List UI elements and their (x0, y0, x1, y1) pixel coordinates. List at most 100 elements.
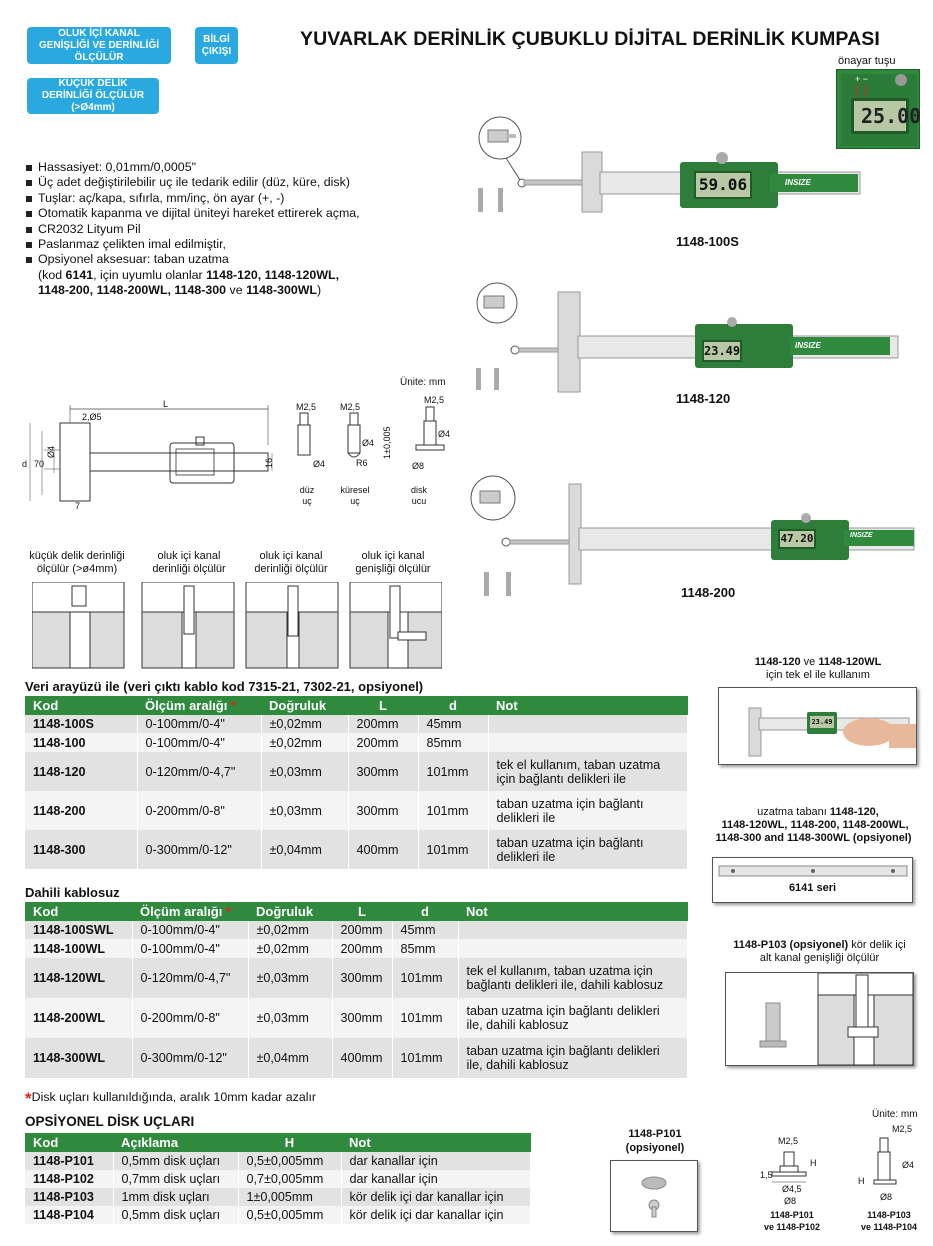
feature-item: Opsiyonel aksesuar: taban uzatma (25, 252, 465, 267)
product-image-100s: 59.06 INSIZE (470, 108, 870, 228)
lcd-display-200: 47.20 (778, 529, 816, 549)
table-wireless: Kod Ölçüm aralığı * Doğruluk L d Not 114… (25, 902, 688, 1078)
feature-list: Hassasiyet: 0,01mm/0,0005" Üç adet değiş… (25, 160, 465, 299)
col-accuracy: Doğruluk (248, 902, 332, 921)
model-label-120: 1148-120 (676, 391, 731, 406)
p103-label1: 1148-P103 (867, 1210, 911, 1220)
tip-disk-label: disk ucu (410, 485, 427, 506)
feature-item: CR2032 Lityum Pil (25, 222, 465, 237)
col-desc: Açıklama (113, 1133, 238, 1152)
footnote: *Disk uçları kullanıldığında, aralık 10m… (25, 1089, 317, 1108)
badge-slot-text: OLUK İÇİ KANAL GENİŞLİĞİ VE DERİNLİĞİ ÖL… (38, 27, 159, 63)
col-kod: Kod (25, 902, 132, 921)
usage-caption-4: oluk içi kanal genişliği ölçülür (355, 550, 431, 575)
lcd-display-100s: 59.06 (694, 171, 752, 199)
tip-disk-dim: Ø4 (438, 429, 451, 439)
p101-caption-line1: 1148-P101 (628, 1128, 682, 1140)
col-L: L (332, 902, 392, 921)
unit-label-2: Ünite: mm (872, 1109, 918, 1120)
table2-title: Dahili kablosuz (25, 885, 120, 900)
footnote-star: * (25, 1089, 32, 1108)
ext-caption-line3: 1148-300 and 1148-300WL (opsiyonel) (715, 832, 912, 844)
tip-ball-r: R6 (356, 458, 368, 468)
unit-label: Ünite: mm (400, 377, 446, 388)
tip-flat-dim: Ø4 (313, 459, 326, 469)
tip-flat-top: M2,5 (296, 402, 317, 412)
ext-caption-line2: 1148-120WL, 1148-200, 1148-200WL, (721, 819, 909, 831)
p101-h2: 1,5 (760, 1170, 773, 1180)
dim-r: 2,Ø5 (82, 412, 102, 422)
model-label-100s: 1148-100S (676, 234, 739, 249)
p101-d1: Ø4,5 (782, 1184, 802, 1194)
product-image-120: 23.49 INSIZE (470, 280, 900, 395)
p103-label2: ve 1148-P104 (860, 1222, 918, 1232)
col-kod: Kod (25, 696, 137, 715)
col-note: Not (488, 696, 688, 715)
dim-phi4: Ø4 (46, 445, 57, 459)
feature-item: Üç adet değiştirilebilir uç ile tedarik … (25, 175, 465, 190)
table-header: Kod Ölçüm aralığı * Doğruluk L d Not (25, 902, 688, 921)
tip-disk-d8: Ø8 (412, 461, 425, 471)
feature-item: Hassasiyet: 0,01mm/0,0005" (25, 160, 465, 175)
badge-slot-measure: OLUK İÇİ KANAL GENİŞLİĞİ VE DERİNLİĞİ ÖL… (27, 27, 171, 64)
preset-key-graphic: + − (841, 74, 917, 146)
dim-L: L (163, 399, 169, 409)
ext-caption-line1: uzatma tabanı 1148-120, (757, 806, 879, 818)
col-kod: Kod (25, 1133, 113, 1152)
badge-data-output: BİLGİ ÇIKIŞI (195, 27, 238, 64)
table-header: Kod Ölçüm aralığı * Doğruluk L d Not (25, 696, 688, 715)
p103-caption-line1: 1148-P103 (opsiyonel) kör delik içi (733, 939, 906, 951)
accessory-compat-line1: (kod 6141, için uyumlu olanlar 1148-120,… (38, 267, 340, 282)
table3-title: OPSİYONEL DİSK UÇLARI (25, 1114, 195, 1129)
badge-small-hole: KÜÇÜK DELİK DERİNLİĞİ ÖLÇÜLÜR (>Ø4mm) (27, 78, 159, 114)
col-accuracy: Doğruluk (261, 696, 348, 715)
disk-drawing-p103: M2,5 Ø4 H Ø8 1148-P103 ve 1148-P104 (852, 1120, 926, 1236)
p103-top: M2,5 (892, 1124, 913, 1134)
ext-series-label: 6141 seri (788, 882, 837, 894)
col-H: H (238, 1133, 341, 1152)
onehand-caption-line2: için tek el ile kullanım (766, 669, 870, 681)
col-d: d (418, 696, 488, 715)
col-L: L (348, 696, 418, 715)
onehand-caption-line1: 1148-120 ve 1148-120WL (754, 656, 882, 668)
dim-16: 16 (264, 457, 275, 469)
feature-item: Tuşlar: aç/kapa, sıfırla, mm/inç, ön aya… (25, 191, 465, 206)
preset-key-label: önayar tuşu (838, 55, 896, 67)
accessory-compat-line2: 1148-200, 1148-200WL, 1148-300 ve 1148-3… (38, 283, 322, 298)
page-title: YUVARLAK DERİNLİK ÇUBUKLU DİJİTAL DERİNL… (300, 28, 880, 50)
col-note: Not (458, 902, 688, 921)
p103-caption-line2: alt kanal genişliği ölçülür (759, 952, 880, 964)
feature-item: Paslanmaz çelikten imal edilmiştir, (25, 237, 465, 252)
col-range: Ölçüm aralığı * (137, 696, 261, 715)
badge-small-hole-text: KÜÇÜK DELİK DERİNLİĞİ ÖLÇÜLÜR (>Ø4mm) (41, 78, 145, 113)
col-d: d (392, 902, 458, 921)
p103-illustration (725, 972, 914, 1066)
model-label-200: 1148-200 (681, 585, 736, 600)
technical-drawing: L 2,Ø5 d 70 Ø4 16 7 M2,5 Ø4 düz uç M2,5 … (20, 395, 460, 520)
usage-caption-2: oluk içi kanal derinliği ölçülür (152, 550, 226, 575)
brand-logo-100s: INSIZE (785, 178, 811, 187)
disk-drawing-p101: M2,5 H 1,5 Ø4,5 Ø8 1148-P101 ve 1148-P10… (756, 1136, 828, 1236)
p103-d2: Ø8 (880, 1192, 893, 1202)
usage-caption-1: küçük delik derinliği ölçülür (>ø4mm) (29, 550, 125, 575)
col-note: Not (341, 1133, 531, 1152)
preset-key-inset: + − 25.00 (836, 69, 922, 149)
lcd-display-120: 23.49 (702, 340, 742, 362)
usage-caption-3: oluk içi kanal derinliği ölçülür (254, 550, 328, 575)
p103-d1: Ø4 (902, 1160, 915, 1170)
brand-logo-200: INSIZE (850, 532, 873, 539)
tip-ball-label: küresel uç (340, 485, 370, 506)
tip-ball-top: M2,5 (340, 402, 361, 412)
product-image-200: 47.20 INSIZE (466, 472, 916, 602)
preset-lcd-value: 25.00 (861, 104, 922, 128)
